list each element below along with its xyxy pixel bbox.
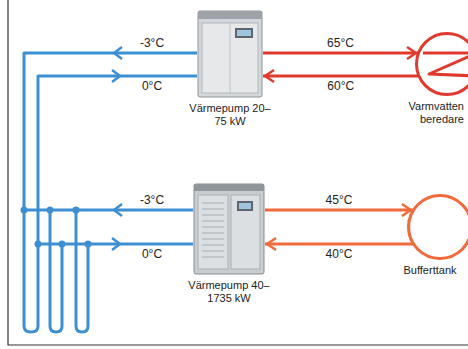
temperature-label: 45°C xyxy=(326,193,353,207)
temperature-label: 60°C xyxy=(327,79,354,93)
temperature-label: 65°C xyxy=(327,36,354,50)
hot-water-tank: Varmvatten beredare xyxy=(415,32,468,96)
heat-pump-unit: Värmepump 20–75 kW xyxy=(197,10,263,98)
temperature-label: -3°C xyxy=(140,193,164,207)
heat-pump-unit-outline xyxy=(193,183,265,275)
brine-pipes xyxy=(24,53,197,332)
heat-pump-unit: Värmepump 40–1735 kW xyxy=(193,183,265,275)
flow-arrows xyxy=(112,47,122,250)
node-caption: Varmvatten beredare xyxy=(402,100,464,126)
hot-water-tank-outline xyxy=(415,32,468,96)
temperature-label: -3°C xyxy=(140,36,164,50)
temperature-label: 0°C xyxy=(142,247,162,261)
buffer-tank-outline xyxy=(407,194,468,260)
node-caption: Värmepump 20–75 kW xyxy=(188,102,272,128)
temperature-label: 40°C xyxy=(326,247,353,261)
node-caption: Värmepump 40–1735 kW xyxy=(183,279,275,305)
node-caption: Bufferttank xyxy=(395,264,465,277)
junction-dots xyxy=(21,207,92,248)
buffer-tank: Bufferttank xyxy=(407,194,468,260)
heat-pump-unit-outline xyxy=(197,10,263,98)
temperature-label: 0°C xyxy=(142,79,162,93)
frame xyxy=(8,0,468,345)
